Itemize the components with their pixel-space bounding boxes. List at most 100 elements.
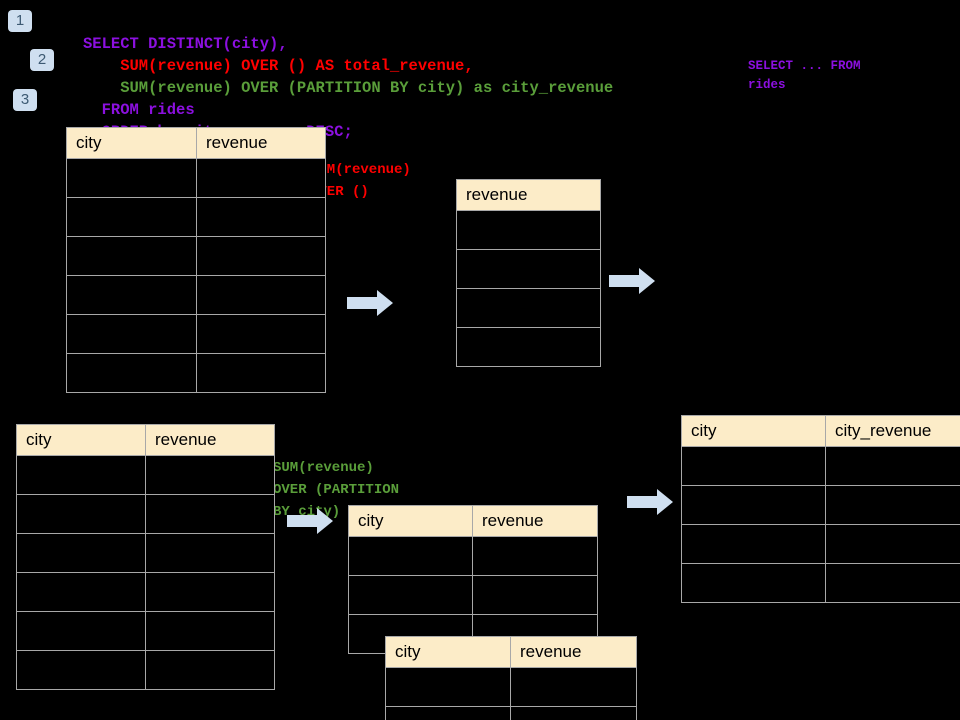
table-row — [681, 563, 960, 603]
right-arrow-icon — [287, 508, 333, 534]
cell-revenue — [472, 575, 598, 615]
cell-revenue — [510, 706, 637, 720]
right-arrow-icon — [347, 290, 393, 316]
table-row — [456, 210, 601, 250]
cell-city — [681, 446, 826, 486]
cell-revenue — [145, 533, 275, 573]
cell-city-revenue — [825, 446, 960, 486]
table-row — [348, 536, 598, 576]
table-header-row: revenue — [456, 179, 601, 211]
cell-city — [16, 572, 146, 612]
table-row — [16, 611, 275, 651]
column-header-revenue: revenue — [472, 505, 598, 537]
cell-revenue — [145, 650, 275, 690]
rides-source-table-top: city revenue — [66, 127, 326, 393]
annotation-total-revenue-line-1: SUM(revenue) — [310, 162, 411, 178]
table-row — [385, 667, 637, 707]
cell-revenue — [456, 210, 601, 250]
cell-revenue — [456, 327, 601, 367]
cell-city — [16, 650, 146, 690]
table-row — [456, 327, 601, 367]
annotation-city-revenue: SUM(revenue) OVER (PARTITION BY city) — [273, 435, 399, 545]
table-row — [66, 314, 326, 354]
cell-city — [348, 536, 473, 576]
column-header-revenue: revenue — [145, 424, 275, 456]
step-badge-2: 2 — [30, 49, 54, 71]
cell-revenue — [472, 536, 598, 576]
cell-city — [66, 236, 197, 276]
result-table: city city_revenue — [681, 415, 960, 603]
annotation-city-revenue-line-1: SUM(revenue) — [273, 460, 374, 476]
cell-city — [385, 667, 511, 707]
cell-revenue — [196, 197, 326, 237]
cell-city — [66, 314, 197, 354]
sql-line-1: SELECT DISTINCT(city), — [83, 35, 288, 53]
arrow-total-revenue-to-result — [609, 268, 655, 294]
cell-city — [681, 485, 826, 525]
table-header-row: city revenue — [66, 127, 326, 159]
cell-revenue — [145, 572, 275, 612]
sql-line-4: FROM rides — [83, 101, 195, 119]
cell-city — [16, 533, 146, 573]
cell-city — [66, 353, 197, 393]
cell-revenue — [196, 236, 326, 276]
arrow-rides-to-partition — [287, 508, 333, 534]
cell-city — [66, 197, 197, 237]
table-row — [66, 353, 326, 393]
cell-city — [16, 455, 146, 495]
right-arrow-icon — [609, 268, 655, 294]
cell-revenue — [196, 275, 326, 315]
cell-city — [16, 611, 146, 651]
cell-city-revenue — [825, 524, 960, 564]
table-row — [66, 158, 326, 198]
table-row — [16, 455, 275, 495]
column-header-city: city — [66, 127, 197, 159]
cell-city — [66, 275, 197, 315]
column-header-revenue: revenue — [456, 179, 601, 211]
cell-city-revenue — [825, 485, 960, 525]
cell-city — [385, 706, 511, 720]
table-row — [16, 650, 275, 690]
cell-revenue — [196, 314, 326, 354]
cell-revenue — [145, 455, 275, 495]
column-header-revenue: revenue — [510, 636, 637, 668]
column-header-city: city — [16, 424, 146, 456]
sql-line-3: SUM(revenue) OVER (PARTITION BY city) as… — [83, 79, 614, 97]
table-row — [66, 236, 326, 276]
sql-line-2: SUM(revenue) OVER () AS total_revenue, — [83, 57, 474, 75]
annotation-city-revenue-line-2: OVER (PARTITION — [273, 482, 400, 498]
table-header-row: city revenue — [348, 505, 598, 537]
table-row — [66, 275, 326, 315]
cell-revenue — [145, 611, 275, 651]
arrow-rides-to-total-revenue — [347, 290, 393, 316]
table-row — [385, 706, 637, 720]
table-row — [16, 494, 275, 534]
table-row — [681, 446, 960, 486]
cell-revenue — [456, 288, 601, 328]
table-row — [16, 572, 275, 612]
arrow-partition-to-result — [627, 489, 673, 515]
step-badge-3: 3 — [13, 89, 37, 111]
partition-group-table-a: city revenue — [348, 505, 598, 654]
rides-source-table-bottom: city revenue — [16, 424, 275, 690]
table-row — [456, 249, 601, 289]
column-header-city: city — [681, 415, 826, 447]
table-row — [66, 197, 326, 237]
sidenote-select-from-rides: SELECT ... FROM rides — [748, 38, 861, 114]
right-arrow-icon — [627, 489, 673, 515]
sidenote-line-1: SELECT ... FROM — [748, 59, 861, 73]
cell-city — [681, 524, 826, 564]
column-header-city: city — [385, 636, 511, 668]
table-header-row: city revenue — [16, 424, 275, 456]
step-badge-1: 1 — [8, 10, 32, 32]
table-row — [681, 485, 960, 525]
table-row — [456, 288, 601, 328]
cell-revenue — [196, 353, 326, 393]
cell-revenue — [456, 249, 601, 289]
table-row — [681, 524, 960, 564]
partition-group-table-b: city revenue — [385, 636, 637, 720]
table-row — [348, 575, 598, 615]
table-row — [16, 533, 275, 573]
cell-city — [681, 563, 826, 603]
